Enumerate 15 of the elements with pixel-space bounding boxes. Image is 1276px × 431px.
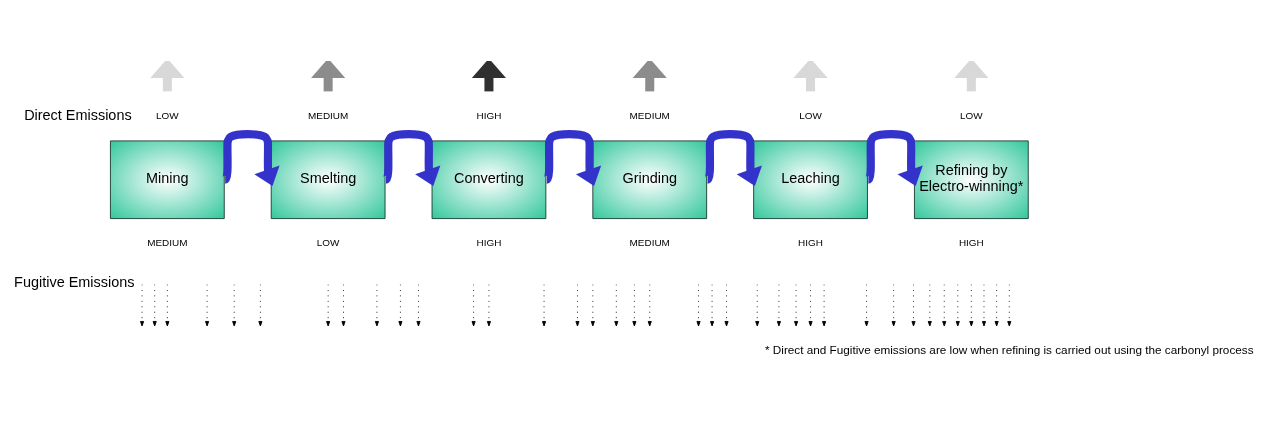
- label: LOW: [960, 109, 983, 121]
- label: MEDIUM: [308, 109, 349, 121]
- label: Direct Emissions: [24, 106, 132, 123]
- label: HIGH: [958, 236, 984, 247]
- label: MEDIUM: [629, 236, 670, 247]
- label: LOW: [799, 109, 822, 121]
- label: MEDIUM: [629, 109, 670, 121]
- label: HIGH: [476, 236, 502, 247]
- label: Fugitive Emissions: [14, 273, 135, 290]
- label: LOW: [156, 109, 179, 121]
- label: * Direct and Fugitive emissions are low when refining is carried out using the carbonyl process: [765, 342, 1254, 356]
- label: HIGH: [798, 236, 823, 247]
- label: HIGH: [476, 109, 502, 121]
- label: MEDIUM: [147, 236, 188, 247]
- label: LOW: [316, 236, 340, 247]
